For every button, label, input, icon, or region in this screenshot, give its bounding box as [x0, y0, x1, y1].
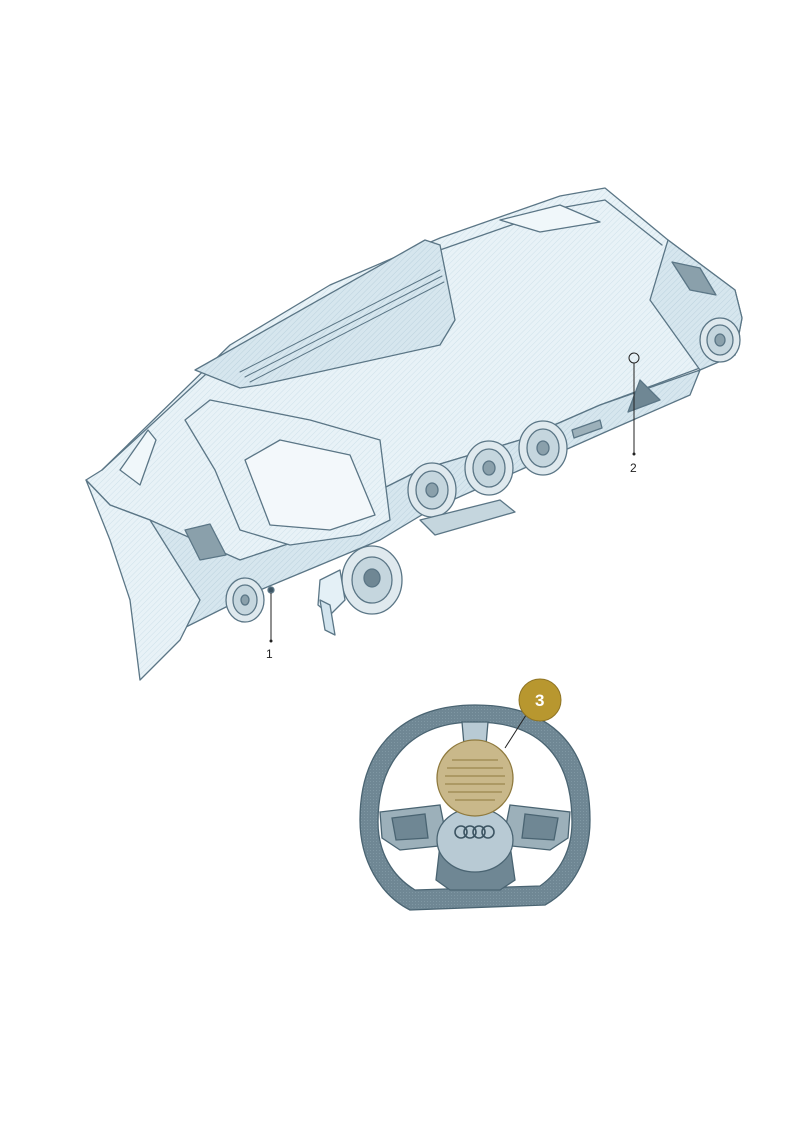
callout-2: 2 [628, 352, 640, 475]
right-spoke-buttons [521, 813, 559, 841]
callout-1-label: 1 [266, 647, 273, 661]
defrost-vent [194, 239, 456, 389]
control-button-strip [571, 419, 603, 439]
center-vent-2 [464, 440, 514, 496]
left-round-vent [225, 577, 265, 623]
center-vent-3 [518, 420, 568, 476]
callout-1: 1 [266, 593, 273, 661]
callout-3-label: 3 [535, 691, 544, 710]
wheel-center-hub [436, 807, 514, 873]
airbag-cover-highlight [436, 739, 514, 817]
wheel-rim [359, 704, 591, 911]
brand-rings-logo [454, 825, 495, 839]
highlight-lines [445, 759, 505, 801]
defrost-grille [239, 269, 445, 383]
left-vent-slot [184, 523, 227, 561]
callout-2-label: 2 [630, 461, 637, 475]
center-vent-1 [407, 462, 457, 518]
callout-3: 3 [504, 678, 562, 749]
callout-3-badge [518, 678, 562, 722]
part-1-mark [267, 586, 275, 594]
left-spoke-buttons [391, 813, 429, 841]
dashboard-illustration [85, 187, 743, 681]
left-side-panel [85, 479, 201, 681]
right-dash-slot [499, 204, 601, 233]
callout-3-leader [504, 711, 529, 749]
steering-wheel-illustration [359, 704, 591, 911]
binnacle-inner [244, 439, 376, 531]
lower-control-bar [419, 499, 516, 536]
right-side-vent-slot [671, 261, 717, 296]
steering-column [317, 545, 403, 636]
left-side-slot [119, 429, 157, 486]
